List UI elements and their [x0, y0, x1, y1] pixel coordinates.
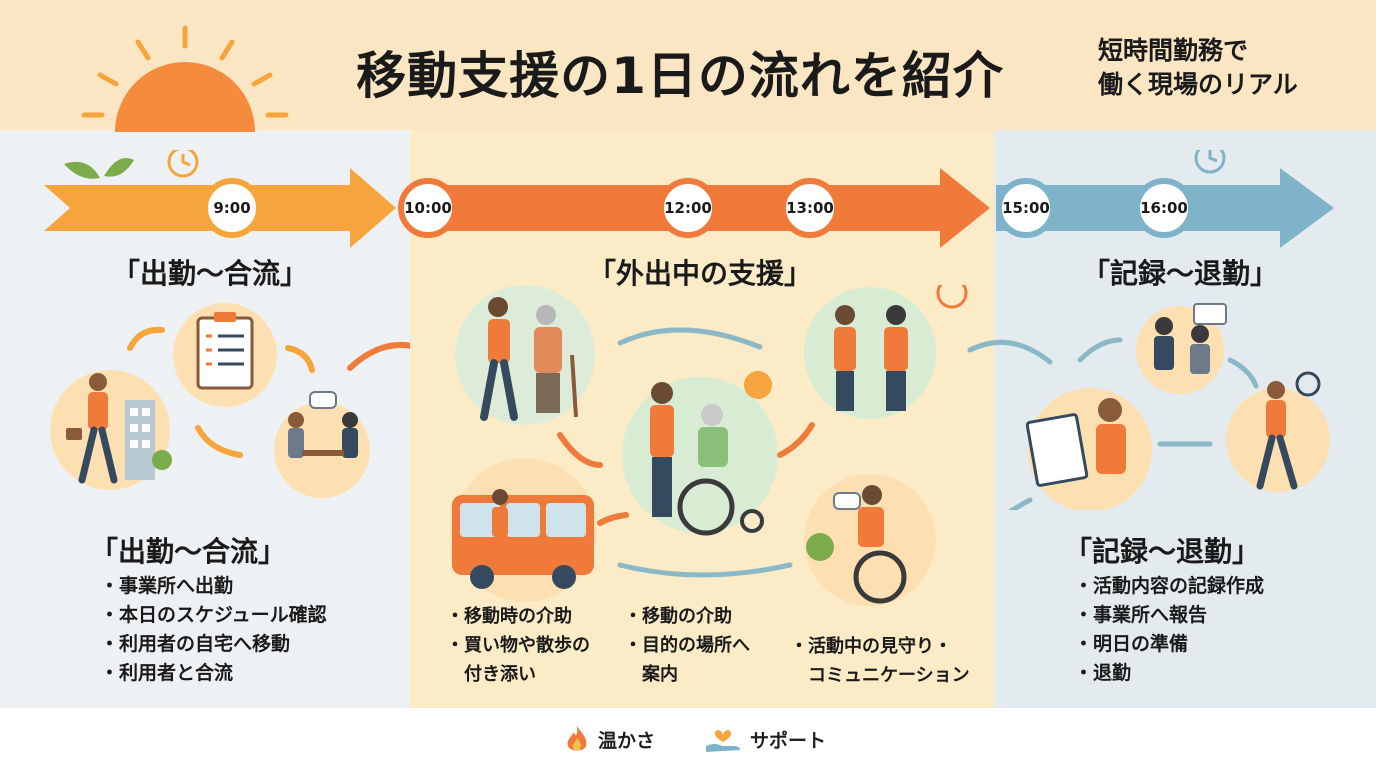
- outing-heading: 「外出中の支援」: [587, 257, 812, 290]
- leaf-icon: [104, 158, 134, 177]
- list-item: ・移動時の介助: [446, 606, 572, 627]
- page-title: 移動支援の1日の流れを紹介: [356, 47, 1004, 105]
- clock-icon: [1194, 150, 1226, 174]
- list-item: ・移動の介助: [624, 606, 732, 627]
- list-item: ・明日の準備: [1074, 633, 1189, 655]
- outing-task-list-2: ・移動の介助 ・目的の場所へ 案内: [624, 602, 794, 689]
- legend-warmth: 温かさ: [564, 724, 655, 754]
- list-item: 案内: [624, 664, 678, 685]
- list-item: ・本日のスケジュール確認: [100, 604, 327, 626]
- page-subtitle: 短時間勤務で 働く現場のリアル: [1098, 34, 1338, 102]
- list-item: コミュニケーション: [790, 665, 970, 686]
- flame-icon: [567, 726, 587, 751]
- time-node-1300: 13:00: [780, 178, 840, 238]
- legend-warmth-label: 温かさ: [598, 729, 656, 752]
- arrival-heading: 「出勤〜合流」: [111, 257, 308, 290]
- list-item: ・活動内容の記録作成: [1074, 575, 1265, 597]
- legend-support: サポート: [704, 724, 826, 754]
- subtitle-line-2: 働く現場のリアル: [1098, 70, 1298, 99]
- staff-team-illustration: [804, 287, 936, 419]
- legend-support-label: サポート: [750, 729, 827, 752]
- closing-illustrations: [967, 303, 1330, 510]
- arrival-task-list: ・事業所へ出勤 ・本日のスケジュール確認 ・利用者の自宅へ移動 ・利用者と合流: [100, 572, 400, 688]
- clock-icon: [936, 285, 968, 309]
- list-item: ・退勤: [1074, 662, 1132, 684]
- list-item: ・活動中の見守り・: [790, 636, 952, 657]
- heart-hand-icon: [706, 730, 740, 752]
- leaf-icon: [64, 161, 100, 179]
- list-item: ・事業所へ報告: [1074, 604, 1208, 626]
- arrival-subheading: 「出勤〜合流」: [90, 535, 287, 568]
- time-node-1000: 10:00: [398, 178, 458, 238]
- closing-task-list: ・活動内容の記録作成 ・事業所へ報告 ・明日の準備 ・退勤: [1074, 572, 1364, 688]
- outing-illustrations: [452, 285, 968, 606]
- footer-band: [0, 708, 1376, 768]
- arrival-illustrations: [50, 303, 410, 498]
- list-item: ・買い物や散歩の: [446, 635, 590, 656]
- time-node-1500: 15:00: [996, 178, 1056, 238]
- closing-heading: 「記録〜退勤」: [1081, 257, 1278, 290]
- sun-icon: [81, 25, 289, 132]
- list-item: ・利用者と合流: [100, 662, 234, 684]
- subtitle-line-1: 短時間勤務で: [1098, 36, 1249, 65]
- clock-icon: [1295, 371, 1321, 397]
- list-item: ・事業所へ出勤: [100, 575, 234, 597]
- list-item: 付き添い: [446, 664, 536, 685]
- list-item: ・利用者の自宅へ移動: [100, 633, 291, 655]
- outing-task-list-1: ・移動時の介助 ・買い物や散歩の 付き添い: [446, 602, 626, 689]
- time-node-0900: 9:00: [202, 178, 262, 238]
- list-item: ・目的の場所へ: [624, 635, 750, 656]
- clock-icon: [167, 150, 199, 178]
- outing-task-list-3: ・活動中の見守り・ コミュニケーション: [790, 632, 990, 690]
- time-node-1200: 12:00: [658, 178, 718, 238]
- time-node-1600: 16:00: [1134, 178, 1194, 238]
- closing-subheading: 「記録〜退勤」: [1064, 535, 1261, 568]
